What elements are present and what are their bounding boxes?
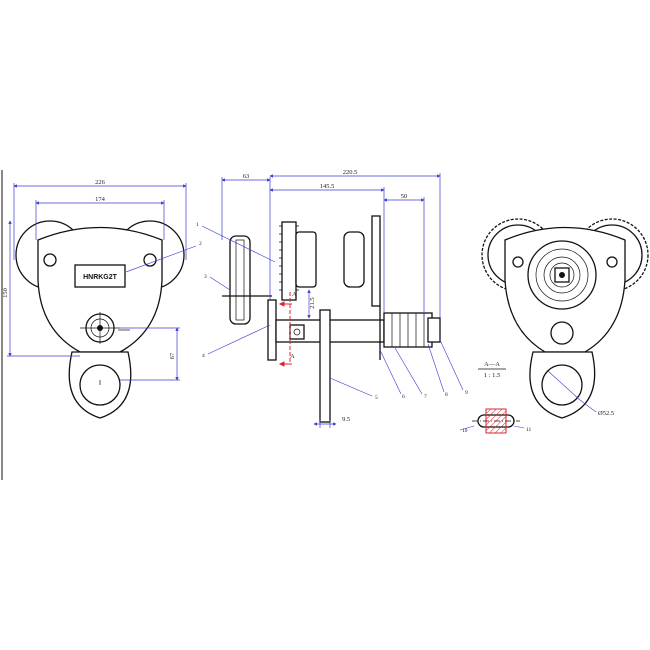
part-number-6: 6 xyxy=(402,394,405,400)
nameplate-text: HNRKG2T xyxy=(83,274,118,281)
rear-view: Ø52.5 xyxy=(481,218,649,419)
part-number-10: 10 xyxy=(462,428,468,434)
section-scale: 1 : 1.5 xyxy=(484,372,500,379)
part-number-2: 2 xyxy=(199,241,202,247)
section-marker-bottom: A xyxy=(290,353,295,360)
part-number-7: 7 xyxy=(424,394,427,400)
dim-height-overall: 150 xyxy=(2,288,9,298)
dim-plate-thick: 9.5 xyxy=(342,416,350,423)
dim-side-left: 63 xyxy=(243,173,250,180)
section-title: A—A xyxy=(484,361,500,368)
part-number-5: 5 xyxy=(375,395,378,401)
part-number-4: 4 xyxy=(202,353,205,359)
dim-side-mid: 145.5 xyxy=(320,183,335,190)
section-marker-top: A xyxy=(292,291,297,298)
dim-side-right: 50 xyxy=(401,193,408,200)
part-number-1: 1 xyxy=(196,222,199,228)
section-view: A—A 1 : 1.5 10 11 xyxy=(459,361,532,434)
front-dimensions: 226 174 150 67 xyxy=(2,179,187,385)
dim-side-total: 220.5 xyxy=(343,169,358,176)
dim-width-overall: 226 xyxy=(95,179,106,186)
side-dimensions: 63 220.5 145.5 50 21.5 9.5 xyxy=(221,169,441,428)
front-view: HNRKG2T xyxy=(15,220,185,419)
dim-hole-offset: 67 xyxy=(169,352,176,359)
dim-hole-dia: Ø52.5 xyxy=(598,410,614,417)
dim-width-wheels: 174 xyxy=(95,196,106,203)
part-number-11: 11 xyxy=(526,427,532,433)
part-number-3: 3 xyxy=(204,274,207,280)
side-view xyxy=(222,215,441,423)
dim-shaft: 21.5 xyxy=(309,297,316,308)
part-number-8: 8 xyxy=(445,392,448,398)
section-markers: A A xyxy=(278,291,297,367)
part-leaders: 1 2 3 4 5 6 7 8 9 xyxy=(125,222,468,401)
part-number-9: 9 xyxy=(465,390,468,396)
